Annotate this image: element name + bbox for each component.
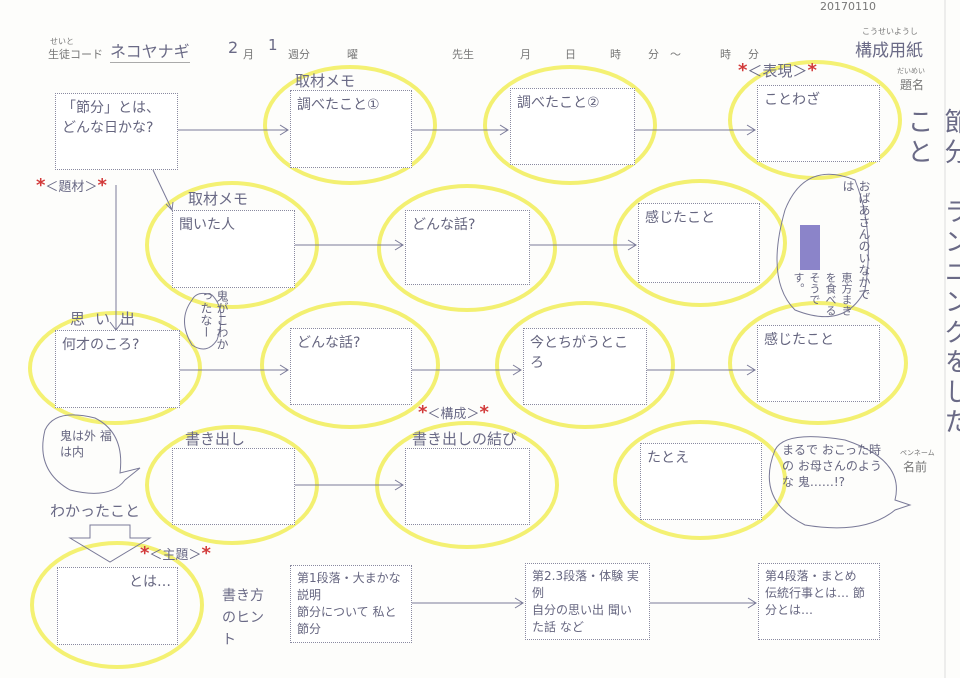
weekday-label: 曜 [347,48,358,61]
hint-p4-body: 伝統行事とは… 節分とは… [765,586,865,617]
tag-topic: *＜題材＞* [36,175,107,196]
name-label: 名前 [903,460,928,474]
memory-label: 思い出 [70,310,146,328]
bubble-ehomaki-sub: 恵方まきを食べるそうです。 [792,272,853,316]
box-setsubun[interactable]: 「節分」とは、どんな日かな? [55,93,178,170]
hour2-label: 時 [720,48,731,61]
hint-p1-title: 第1段落・大まかな説明 [297,571,401,602]
bubble-ehomaki-main: おばあさんのいなかでは [841,180,871,300]
bubble-angry-mother: まるで おこった時の お母さんのような 鬼……!? [782,443,882,489]
ehomaki-drawing [800,225,820,270]
title-label: 題名 [900,78,925,92]
box-theme[interactable]: とは… [57,567,178,645]
day-label: 日 [565,48,576,61]
box-closing[interactable] [405,448,530,525]
week-field[interactable]: 1 [268,36,278,54]
hint-paragraph4: 第4段落・まとめ伝統行事とは… 節分とは… [758,563,880,640]
minute-label: 分 [648,48,659,61]
form-ruby: こうせいようし [862,27,918,36]
student-code-field[interactable]: ネコヤナギ [110,38,190,63]
hint-p1-body: 節分について 私と節分 [297,605,397,636]
minute2-label: 分 [748,48,759,61]
box-story2[interactable]: どんな話? [290,328,412,405]
student-code-label: 生徒コード [48,48,103,61]
box-interview[interactable]: 聞いた人 [172,210,295,288]
bubble-oni-scared: 鬼がこわかったなー [199,290,229,350]
hints-label: 書き方のヒント [222,588,264,648]
box-opening[interactable] [172,448,295,525]
month-field[interactable]: 2 [228,38,239,57]
learned-label: わかったこと [50,502,141,520]
box-felt2[interactable]: 感じたこと [757,325,880,402]
tag-expression: *＜表現＞* [738,60,817,81]
research1-label: 取材メモ [295,72,356,90]
interview-label: 取材メモ [188,190,249,208]
box-felt1[interactable]: 感じたこと [638,203,760,283]
code-ruby: せいと [50,37,74,46]
box-metaphor[interactable]: たとえ [640,443,762,520]
hint-p2-body: 自分の思い出 聞いた話 など [532,603,632,634]
title-ruby: だいめい [897,67,925,75]
hint-p2-title: 第2.3段落・体験 実例 [532,569,639,600]
opening-label: 書き出し [185,430,246,448]
tilde: 〜 [670,48,681,61]
box-research2[interactable]: 調べたこと② [510,88,635,165]
hint-paragraph1: 第1段落・大まかな説明節分について 私と節分 [290,565,412,643]
tag-structure: *＜構成＞* [418,402,489,423]
hour-label: 時 [610,48,621,61]
name-ruby: ペンネーム [900,449,935,457]
top-right-number: 20170110 [820,0,876,13]
week-label: 週分 [288,48,310,61]
month2-label: 月 [520,48,531,61]
box-research1[interactable]: 調べたこと① [290,90,412,168]
bubble-oni-wa-soto: 鬼は外 福は内 [60,429,112,459]
month-label: 月 [243,48,254,61]
box-story1[interactable]: どんな話? [405,210,530,285]
hint-p4-title: 第4段落・まとめ [765,569,857,583]
tag-theme: *＜主題＞* [140,543,211,564]
teacher-label: 先生 [452,48,474,61]
form-title: 構成用紙 [855,41,923,61]
title-value[interactable]: 節分、ランニングをしたこと [903,108,960,438]
box-memory[interactable]: 何才のころ? [55,330,180,408]
box-proverb[interactable]: ことわざ [757,85,880,162]
closing-label: 書き出しの結び [412,430,518,448]
box-difference[interactable]: 今とちがうところ [523,328,647,405]
hint-paragraph23: 第2.3段落・体験 実例自分の思い出 聞いた話 など [525,563,650,640]
